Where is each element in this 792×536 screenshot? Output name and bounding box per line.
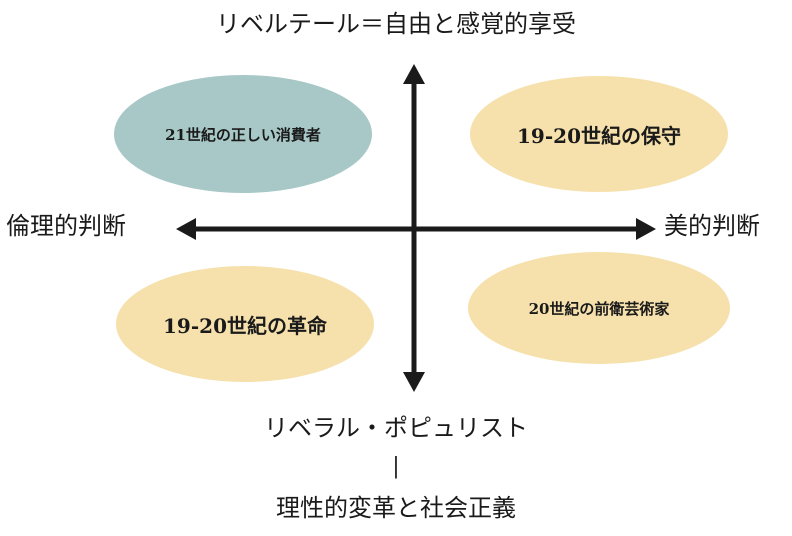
bottom-separator: | bbox=[392, 454, 400, 479]
axis-label-bottom: リベラル・ポピュリスト bbox=[264, 414, 528, 442]
quadrant-bottom-left-label: 19-20世紀の革命 bbox=[163, 313, 327, 338]
quadrant-bottom-right-label: 20世紀の前衛芸術家 bbox=[528, 299, 670, 318]
quadrant-bottom-left: 19-20世紀の革命 bbox=[116, 266, 374, 382]
quadrant-top-right: 19-20世紀の保守 bbox=[470, 76, 728, 192]
arrow-up-icon bbox=[403, 64, 425, 84]
axis-label-right: 美的判断 bbox=[664, 212, 760, 240]
arrow-left-icon bbox=[176, 218, 196, 240]
quadrant-top-left-label: 21世紀の正しい消費者 bbox=[165, 125, 321, 144]
quadrant-top-right-label: 19-20世紀の保守 bbox=[517, 123, 681, 148]
quadrant-bottom-right: 20世紀の前衛芸術家 bbox=[468, 252, 730, 364]
axis-label-top: リベルテール＝自由と感覚的享受 bbox=[216, 10, 576, 38]
quadrant-top-left: 21世紀の正しい消費者 bbox=[114, 75, 372, 193]
axis-label-bottom-subtitle: 理性的変革と社会正義 bbox=[276, 494, 516, 522]
axis-label-left: 倫理的判断 bbox=[6, 212, 126, 240]
horizontal-axis bbox=[176, 218, 656, 240]
arrow-right-icon bbox=[636, 218, 656, 240]
arrow-down-icon bbox=[403, 372, 425, 392]
